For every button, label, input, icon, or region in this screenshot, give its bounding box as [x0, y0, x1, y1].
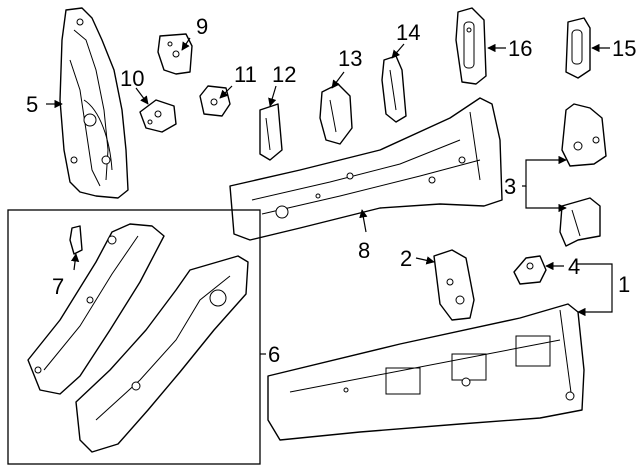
part-13-bracket — [319, 83, 353, 145]
part-10-bracket — [139, 99, 177, 133]
leader-3-lower — [525, 186, 567, 213]
leader-1 — [576, 263, 613, 317]
callout-2: 2 — [400, 246, 412, 271]
leader-lines — [46, 37, 613, 355]
part-3-upper-bracket — [561, 103, 607, 167]
part-7-clip — [69, 225, 83, 255]
leader-2 — [415, 256, 435, 265]
part-1-main-panel — [267, 303, 585, 441]
part-11-bracket — [199, 85, 231, 117]
callout-4: 4 — [568, 254, 580, 279]
part-4-block — [513, 255, 547, 285]
part-6-outer-pillar — [75, 255, 249, 453]
leader-14 — [391, 43, 405, 59]
leader-10 — [135, 87, 149, 105]
part-12-reinforcement — [259, 103, 283, 161]
callout-9: 9 — [196, 14, 208, 39]
part-8-rail — [229, 97, 503, 241]
callout-11: 11 — [234, 62, 257, 87]
callout-15: 15 — [612, 36, 636, 61]
callout-16: 16 — [508, 36, 532, 61]
leader-7 — [70, 253, 80, 271]
callout-13: 13 — [338, 46, 362, 71]
leader-12 — [268, 85, 277, 107]
leader-13 — [331, 71, 345, 89]
part-16-bracket — [455, 7, 487, 85]
callout-labels: 5 9 10 11 12 13 14 16 15 3 8 2 4 1 7 6 — [26, 14, 636, 367]
part-14-bracket — [381, 55, 407, 123]
callout-3: 3 — [504, 174, 516, 199]
callout-7: 7 — [52, 274, 64, 299]
part-5-pillar-panel — [59, 7, 129, 199]
callout-5: 5 — [26, 92, 38, 117]
callout-14: 14 — [396, 20, 420, 45]
callout-8: 8 — [358, 238, 370, 263]
leader-11 — [219, 85, 233, 99]
callout-12: 12 — [272, 62, 296, 87]
callout-10: 10 — [120, 66, 144, 91]
callout-6: 6 — [268, 342, 280, 367]
inset-box — [7, 209, 261, 465]
part-6-inner-pillar — [27, 223, 165, 395]
leader-3-upper — [522, 155, 567, 187]
leader-8 — [359, 209, 368, 233]
leader-9 — [181, 37, 191, 51]
part-15-bracket — [565, 17, 591, 79]
part-2-bracket — [433, 249, 475, 321]
part-3-lower-bracket — [559, 197, 601, 247]
callout-1: 1 — [618, 272, 630, 297]
part-9-bracket — [157, 33, 193, 75]
